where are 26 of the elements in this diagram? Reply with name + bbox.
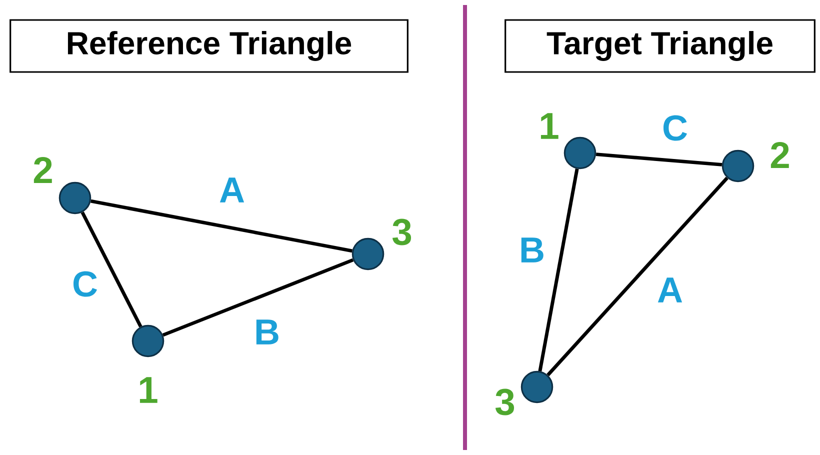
triangle-side bbox=[546, 176, 728, 376]
vertex-number: 2 bbox=[34, 156, 52, 184]
side-letter: B bbox=[256, 320, 278, 344]
triangle-side bbox=[162, 258, 354, 337]
side-letter: C bbox=[664, 115, 688, 141]
triangle-side bbox=[596, 152, 722, 166]
vertex-number: 1 bbox=[140, 377, 158, 403]
triangle-side bbox=[80, 212, 142, 328]
side-letter: C bbox=[74, 271, 98, 297]
vertex-number: 3 bbox=[392, 218, 412, 246]
vertex-dot bbox=[564, 136, 596, 170]
side-letter: B bbox=[521, 238, 544, 262]
side-letter: A bbox=[220, 178, 244, 202]
vertex-number: 2 bbox=[770, 142, 789, 168]
triangle-side bbox=[90, 199, 352, 253]
vertex-dot bbox=[58, 182, 92, 214]
side-letter: A bbox=[658, 278, 682, 302]
title-box: Target Triangle bbox=[504, 19, 816, 73]
vertex-dot bbox=[520, 370, 554, 404]
vertex-dot bbox=[132, 324, 164, 358]
title-box: Reference Triangle bbox=[10, 19, 408, 73]
vertex-dot bbox=[352, 238, 384, 270]
vertex-number: 1 bbox=[540, 113, 558, 139]
vertex-number: 3 bbox=[495, 388, 514, 416]
triangle-side bbox=[538, 168, 579, 372]
vertex-dot bbox=[722, 150, 754, 182]
